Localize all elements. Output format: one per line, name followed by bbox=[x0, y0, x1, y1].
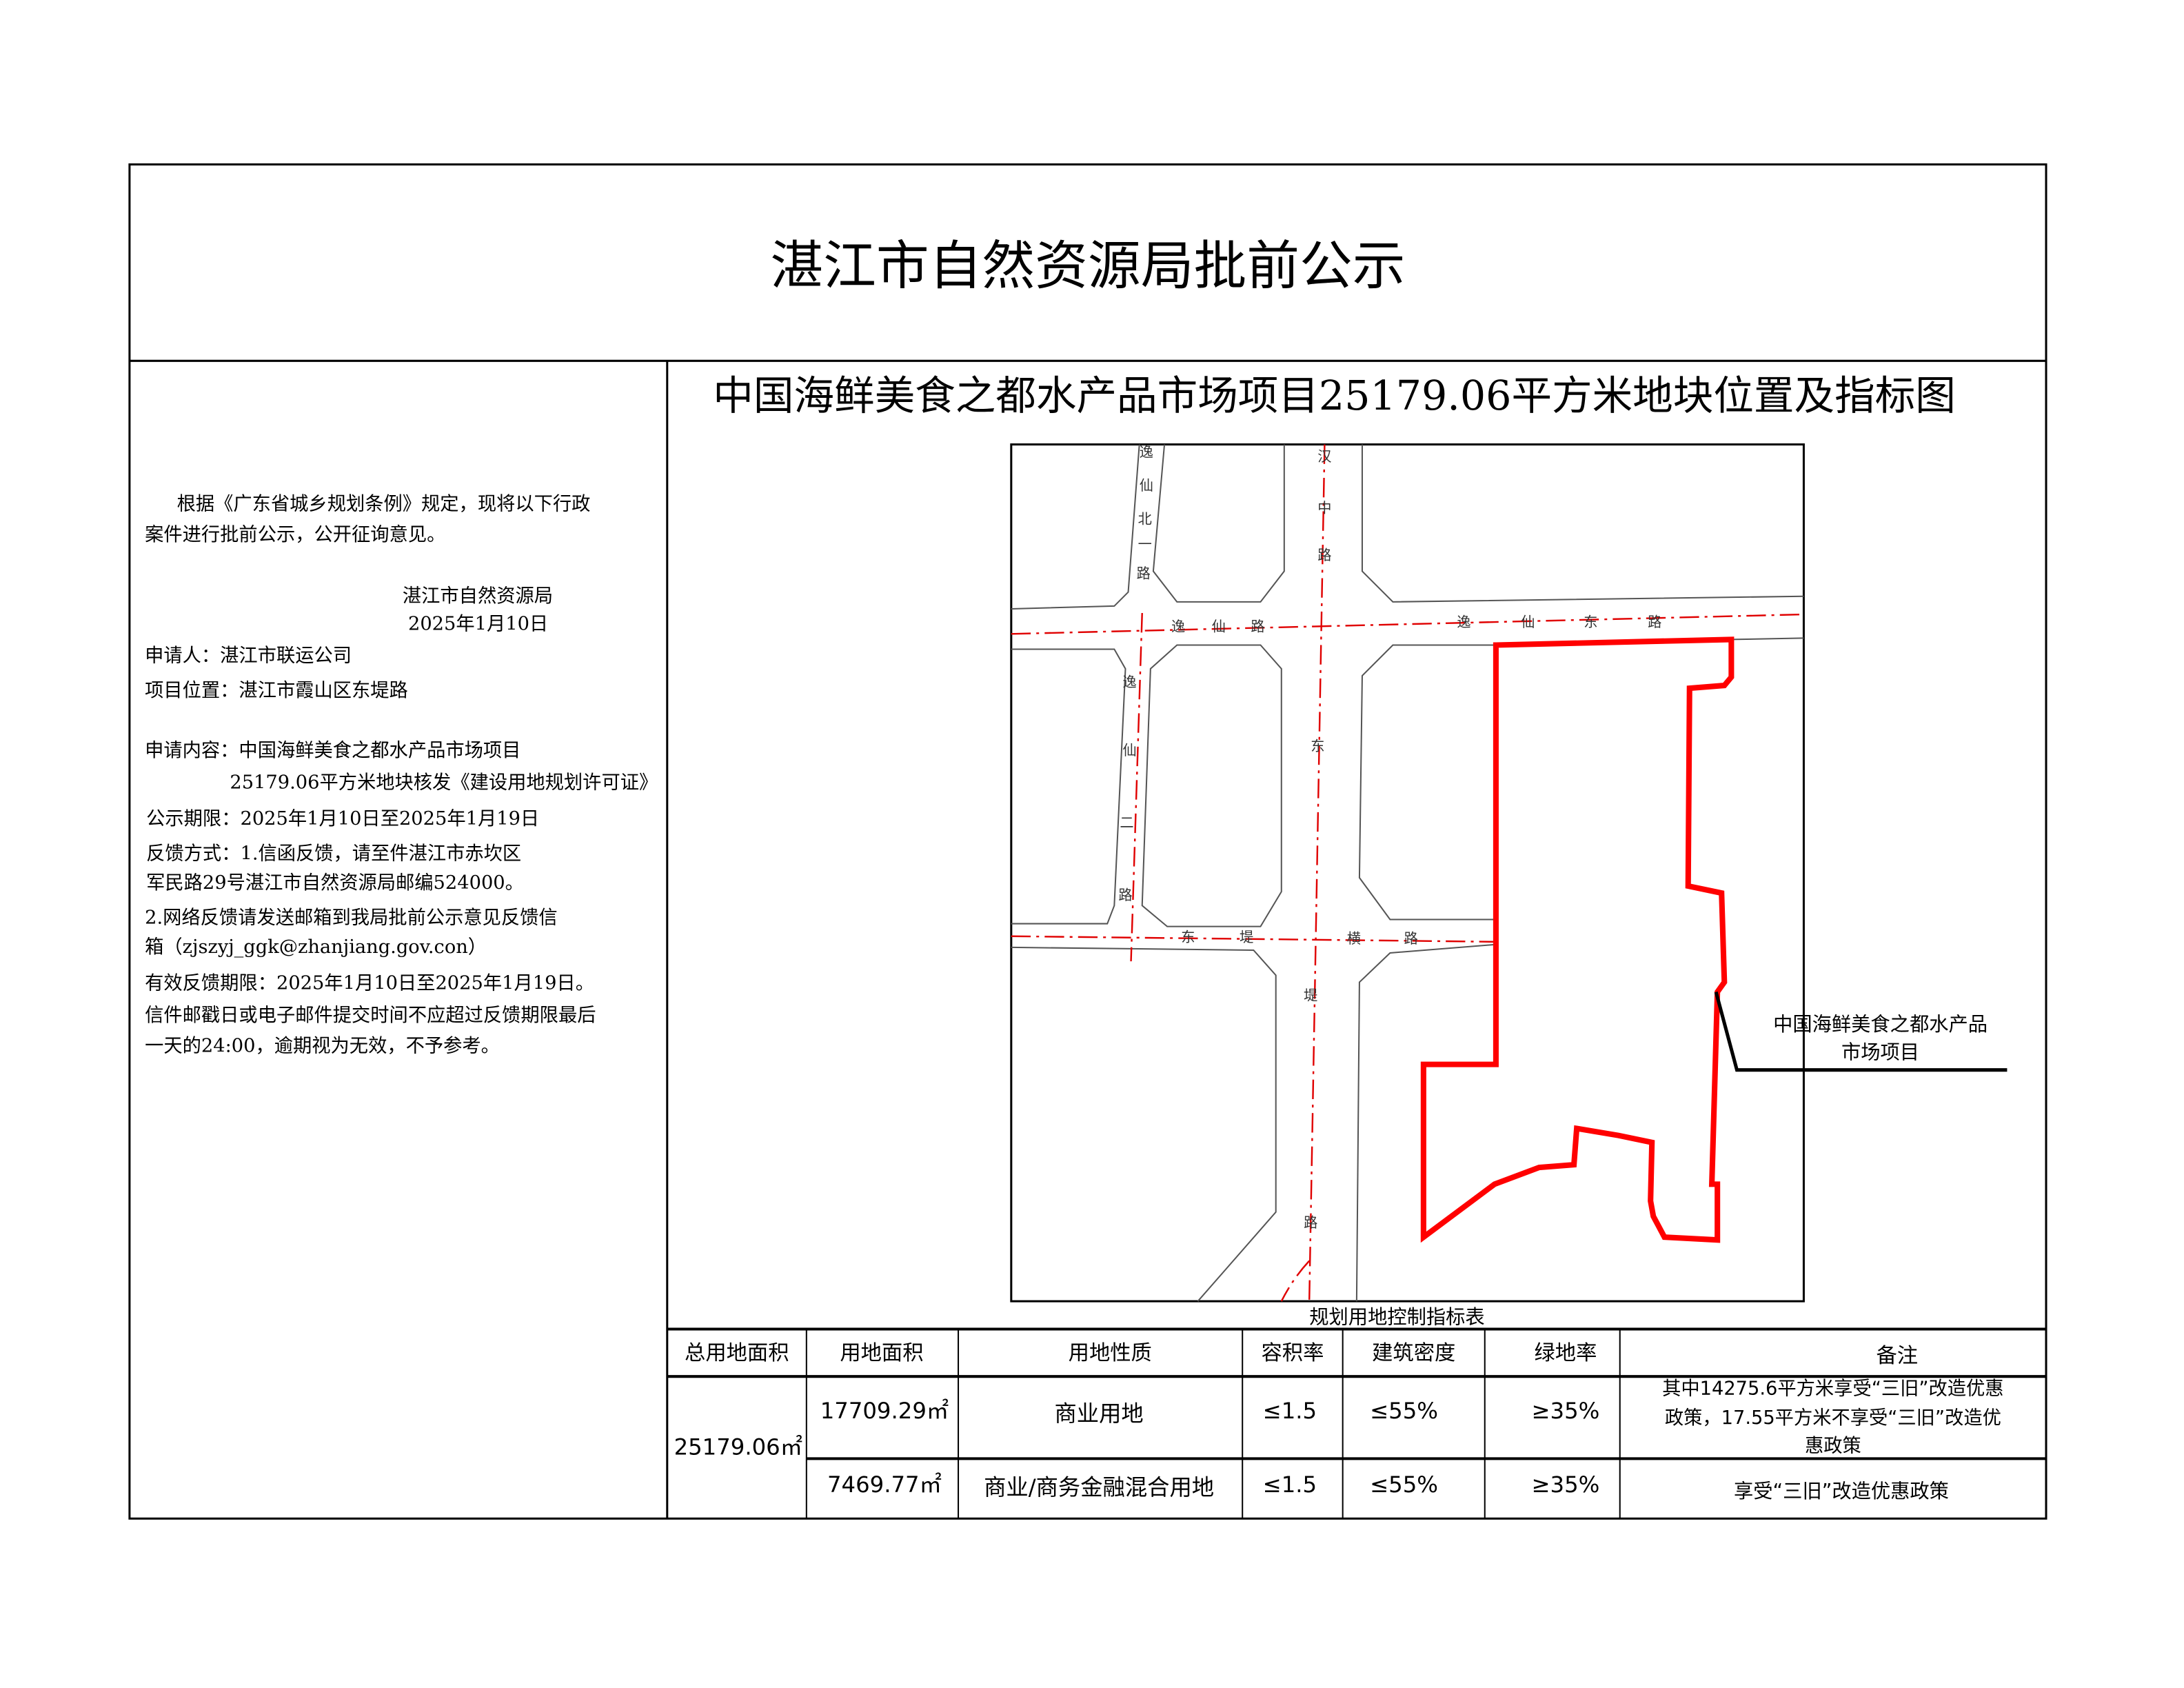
road-centerline bbox=[1011, 613, 1804, 635]
valid-line-2: 信件邮戳日或电子邮件提交时间不应超过反馈期限最后 bbox=[145, 1005, 596, 1026]
road-label: 东 bbox=[1311, 738, 1324, 754]
table-row: 17709.29㎡ 商业用地 ≤1.5 ≤55% ≥35% 其中14275.6平… bbox=[820, 1378, 2004, 1456]
block-outline bbox=[1141, 644, 1282, 927]
indicator-table: 规划用地控制指标表 总用地面积 用地面积 用地性质 容积率 建筑密度 绿地率 备… bbox=[667, 1305, 2046, 1519]
table-row: 7469.77㎡ 商业/商务金融混合用地 ≤1.5 ≤55% ≥35% 享受“三… bbox=[827, 1471, 1949, 1503]
total-area-cell: 25179.06㎡ bbox=[674, 1434, 803, 1460]
location-map: 逸 仙 北 一 路 汉 中 路 逸 仙 路 逸 仙 东 路 逸 仙 二 路 东 … bbox=[1010, 443, 1805, 1303]
table-caption: 规划用地控制指标表 bbox=[1309, 1305, 1484, 1328]
land-use-cell: 商业用地 bbox=[1054, 1400, 1143, 1427]
block-outline bbox=[1152, 444, 1285, 603]
block-outline bbox=[1361, 444, 1804, 603]
road-label: 逸 bbox=[1457, 614, 1470, 630]
road-label: 仙 bbox=[1521, 614, 1535, 630]
road-label: 仙 bbox=[1140, 477, 1153, 494]
block-outline bbox=[1011, 946, 1277, 1302]
content-line-1: 申请内容：中国海鲜美食之都水产品市场项目 bbox=[145, 740, 520, 761]
period: 公示期限：2025年1月10日至2025年1月19日 bbox=[146, 808, 539, 830]
road-label: 东 bbox=[1584, 614, 1597, 630]
road-label: 路 bbox=[1304, 1214, 1317, 1231]
header-notes: 备注 bbox=[1876, 1344, 1918, 1368]
road-label: 路 bbox=[1404, 930, 1418, 947]
feedback-line-1: 反馈方式：1.信函反馈，请至件湛江市赤坎区 bbox=[146, 843, 521, 865]
road-centerline bbox=[1308, 444, 1326, 1302]
road-label: 路 bbox=[1317, 547, 1331, 563]
note-cell: 政策，17.55平方米不享受“三旧”改造优 bbox=[1665, 1407, 2001, 1429]
road-label: 横 bbox=[1347, 930, 1361, 947]
road-label: 东 bbox=[1181, 929, 1195, 945]
valid-line-3: 一天的24:00，逾期视为无效，不予参考。 bbox=[145, 1035, 500, 1056]
header-land-use: 用地性质 bbox=[1069, 1341, 1152, 1365]
content-line-2: 25179.06平方米地块核发《建设用地规划许可证》 bbox=[230, 772, 658, 794]
road-labels: 逸 仙 北 一 路 汉 中 路 逸 仙 路 逸 仙 东 路 逸 仙 二 路 东 … bbox=[1118, 444, 1661, 1231]
block-outline bbox=[1011, 648, 1126, 925]
note-cell: 享受“三旧”改造优惠政策 bbox=[1734, 1480, 1949, 1503]
location: 项目位置：湛江市霞山区东堤路 bbox=[145, 680, 408, 701]
issuer: 湛江市自然资源局 bbox=[403, 585, 553, 607]
road-label: 堤 bbox=[1304, 987, 1317, 1004]
road-label: 汉 bbox=[1317, 448, 1331, 465]
feedback-line-3: 2.网络反馈请发送邮箱到我局批前公示意见反馈信 bbox=[145, 907, 558, 929]
road-label: 堤 bbox=[1240, 929, 1253, 945]
road-label: 北 bbox=[1138, 511, 1152, 528]
issue-date: 2025年1月10日 bbox=[408, 613, 548, 634]
density-cell: ≤55% bbox=[1370, 1471, 1438, 1498]
green-cell: ≥35% bbox=[1531, 1471, 1599, 1498]
page-title: 湛江市自然资源局批前公示 bbox=[770, 236, 1405, 297]
road-label: 仙 bbox=[1212, 618, 1226, 634]
road-centerline bbox=[1130, 612, 1143, 962]
project-parcel-boundary bbox=[1420, 636, 1735, 1243]
map-title: 中国海鲜美食之都水产品市场项目25179.06平方米地块位置及指标图 bbox=[713, 372, 1956, 419]
far-cell: ≤1.5 bbox=[1263, 1398, 1317, 1424]
valid-line-1: 有效反馈期限：2025年1月10日至2025年1月19日。 bbox=[145, 973, 594, 994]
road-label: 中 bbox=[1317, 500, 1331, 516]
area-cell: 17709.29㎡ bbox=[820, 1398, 949, 1424]
road-label: 路 bbox=[1118, 887, 1132, 903]
applicant: 申请人：湛江市联运公司 bbox=[145, 645, 352, 667]
far-cell: ≤1.5 bbox=[1263, 1471, 1317, 1498]
block-outline bbox=[1011, 444, 1140, 610]
road-label: 一 bbox=[1138, 536, 1152, 552]
road-label: 二 bbox=[1120, 814, 1133, 831]
road-label: 路 bbox=[1251, 618, 1264, 634]
green-cell: ≥35% bbox=[1531, 1398, 1599, 1424]
road-label: 路 bbox=[1648, 614, 1661, 630]
block-outline bbox=[1355, 943, 1495, 1302]
road-label: 逸 bbox=[1140, 444, 1153, 461]
note-cell: 其中14275.6平方米享受“三旧”改造优惠 bbox=[1662, 1378, 2003, 1399]
notice-text: 根据《广东省城乡规划条例》规定，现将以下行政 案件进行批前公示，公开征询意见。 … bbox=[145, 494, 658, 1057]
road-label: 路 bbox=[1137, 565, 1151, 582]
header-green: 绿地率 bbox=[1534, 1341, 1597, 1365]
road-centerline bbox=[1280, 1260, 1311, 1302]
leader-line bbox=[1714, 991, 2008, 1072]
note-cell: 惠政策 bbox=[1805, 1435, 1861, 1456]
header-density: 建筑密度 bbox=[1372, 1341, 1455, 1365]
project-label-line-2: 市场项目 bbox=[1841, 1041, 1919, 1064]
block-outline bbox=[1358, 644, 1496, 921]
road-label: 逸 bbox=[1171, 618, 1185, 634]
header-far: 容积率 bbox=[1261, 1341, 1324, 1365]
density-cell: ≤55% bbox=[1370, 1398, 1438, 1424]
feedback-line-2: 军民路29号湛江市自然资源局邮编524000。 bbox=[146, 872, 524, 894]
land-use-cell: 商业/商务金融混合用地 bbox=[984, 1474, 1214, 1500]
road-label: 仙 bbox=[1122, 742, 1136, 758]
area-cell: 7469.77㎡ bbox=[827, 1471, 942, 1498]
road-centerline bbox=[1011, 935, 1495, 943]
intro-line-2: 案件进行批前公示，公开征询意见。 bbox=[145, 524, 445, 545]
header-total-area: 总用地面积 bbox=[685, 1341, 789, 1365]
road-edge bbox=[1731, 637, 1804, 641]
project-label-line-1: 中国海鲜美食之都水产品 bbox=[1773, 1013, 1988, 1036]
outer-frame bbox=[128, 163, 2048, 1520]
intro-line-1: 根据《广东省城乡规划条例》规定，现将以下行政 bbox=[177, 494, 591, 515]
header-area: 用地面积 bbox=[840, 1341, 923, 1365]
feedback-email[interactable]: 箱（zjszyj_ggk@zhanjiang.gov.con） bbox=[145, 936, 487, 958]
road-label: 逸 bbox=[1122, 674, 1136, 690]
